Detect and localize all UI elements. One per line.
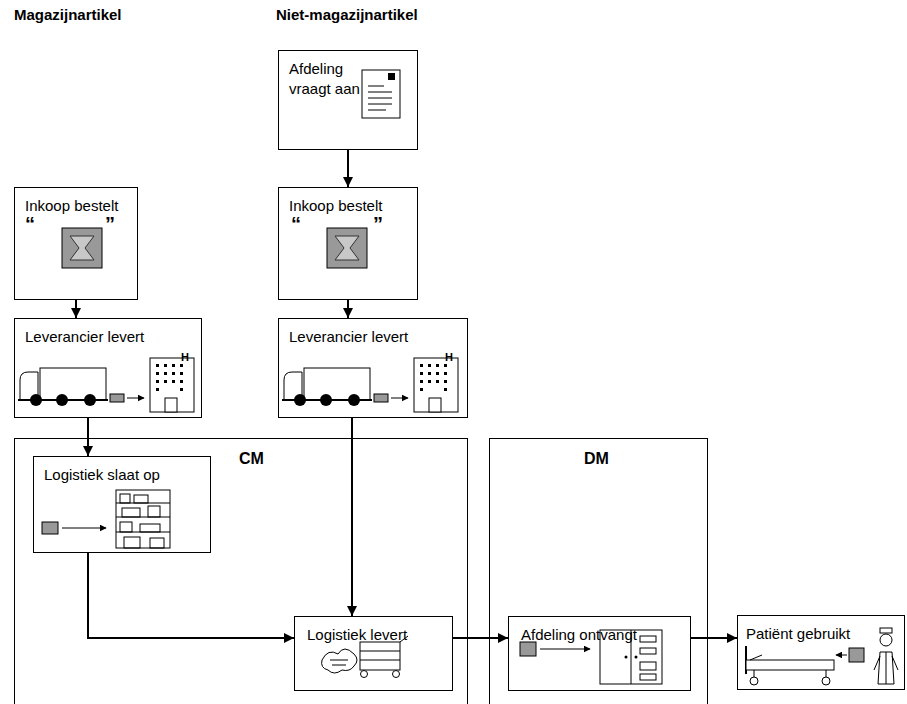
patient-bed-icon (746, 646, 864, 685)
box-label: Leverancier levert (289, 327, 408, 347)
truck-delivery-icon (282, 358, 458, 412)
request-box: Afdeling vraagt aan (278, 50, 418, 150)
process-box: Patiënt gebruikt (737, 615, 905, 690)
flow-arrow (453, 637, 508, 639)
text-holder: Leverancier levert (25, 327, 144, 347)
building-letter: H (445, 352, 453, 363)
text-holder: Afdeling vraagt aan (289, 59, 363, 98)
text-holder: Patiënt gebruikt (746, 624, 850, 644)
flow-arrow (691, 637, 737, 639)
quote-mark: ” (373, 214, 383, 234)
process-box: Logistiek slaat op (33, 456, 211, 553)
column-heading: Niet-magazijnartikel (276, 6, 418, 23)
flow-arrow (88, 553, 294, 638)
text-holder: “ (291, 214, 301, 235)
process-box: Leverancier levertH (14, 318, 202, 418)
building-letter: H (181, 352, 189, 363)
flow-arrow (87, 418, 89, 456)
box-label: Inkoop bestelt (25, 196, 118, 216)
box-label: Logistiek slaat op (44, 465, 160, 485)
process-box: Logistiek levert (294, 616, 453, 691)
quote-mark: ” (105, 214, 115, 234)
box-label: Logistiek levert (307, 625, 407, 645)
fax-icon (327, 228, 367, 268)
box-label: Inkoop bestelt (289, 196, 382, 216)
fax-icon (62, 228, 102, 268)
box-label: Leverancier levert (25, 327, 144, 347)
flow-arrow (347, 300, 349, 318)
region-title: DM (584, 449, 609, 470)
text-holder: ” (105, 214, 115, 235)
flow-arrow (75, 300, 77, 318)
box-label: Patiënt gebruikt (746, 624, 850, 644)
text-holder: ” (373, 214, 383, 235)
text-holder: H (445, 347, 453, 365)
text-holder: Inkoop bestelt (289, 196, 382, 216)
text-holder: DM (584, 449, 609, 470)
text-holder: Inkoop bestelt (25, 196, 118, 216)
text-holder: Afdeling ontvangt (521, 625, 637, 645)
text-holder: H (181, 347, 189, 365)
process-box: Leverancier levertH (278, 318, 468, 418)
flow-arrow (351, 418, 353, 616)
text-holder: Logistiek slaat op (44, 465, 160, 485)
column-heading: Magazijnartikel (14, 6, 122, 23)
quote-mark: “ (291, 214, 301, 234)
nurse-icon (874, 628, 898, 684)
region-box: DM Afdeling ontvangt (489, 438, 708, 704)
text-holder: Logistiek levert (307, 625, 407, 645)
region-title: CM (239, 449, 264, 470)
process-box: Inkoop bestelt“ ” (278, 187, 418, 300)
quote-mark: “ (25, 214, 35, 234)
text-holder: “ (25, 214, 35, 235)
process-box: Inkoop bestelt“ ” (14, 187, 138, 300)
text-holder: CM (239, 449, 264, 470)
process-box: Afdeling ontvangt (508, 616, 691, 691)
document-icon (362, 70, 400, 118)
truck-delivery-icon (18, 358, 194, 412)
box-label: Afdeling vraagt aan (289, 59, 363, 98)
text-holder: Leverancier levert (289, 327, 408, 347)
box-label: Afdeling ontvangt (521, 625, 637, 645)
flow-arrow (347, 150, 349, 187)
region-box: CM Logistiek slaat op Logistiek levert (14, 438, 468, 704)
storage-icon (42, 490, 170, 548)
